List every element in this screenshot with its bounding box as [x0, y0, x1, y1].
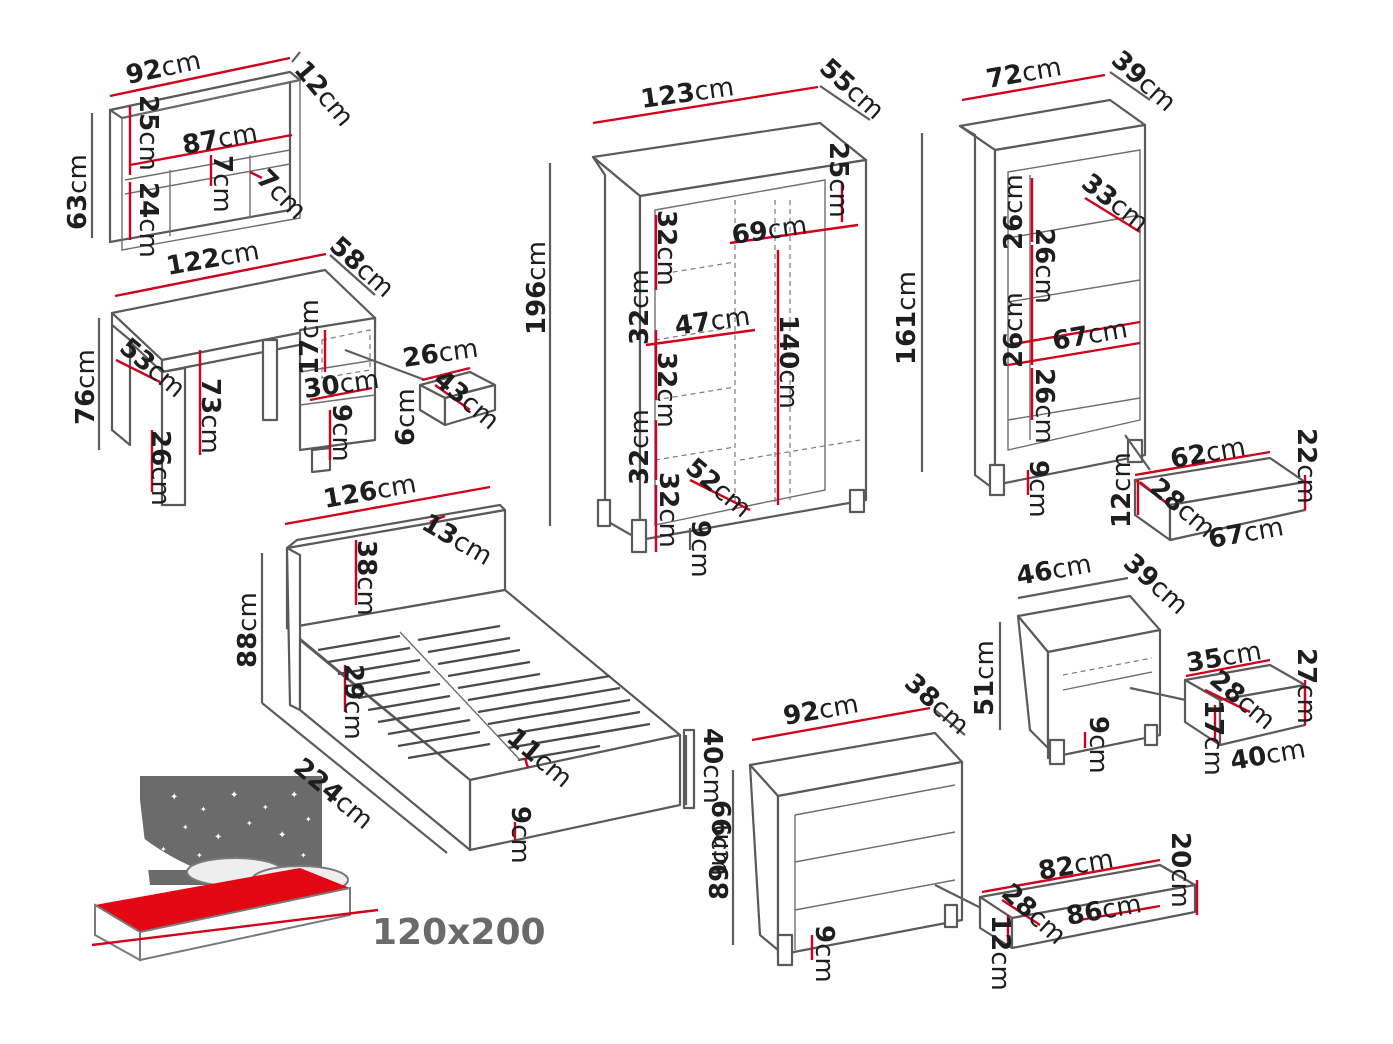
- bed-frame-height-label: 29cm: [338, 664, 368, 740]
- nightstand-drawer-front-label: 17cm: [1198, 700, 1228, 776]
- chest-of-drawers: [731, 706, 1199, 967]
- svg-text:✦: ✦: [262, 803, 269, 812]
- bed-base-gap-label: 9cm: [505, 806, 535, 864]
- svg-text:✦: ✦: [214, 832, 222, 843]
- svg-text:✦: ✦: [196, 851, 203, 860]
- wardrobe-base-gap-label: 9cm: [685, 520, 715, 578]
- desk-drawer-gap-label: 9cm: [326, 404, 356, 462]
- svg-text:✦: ✦: [182, 823, 189, 832]
- wardrobe-height-label: 196cm: [522, 241, 552, 335]
- svg-text:✦: ✦: [230, 790, 238, 801]
- desk-drawer-height-label: 6cm: [391, 388, 421, 446]
- mattress-size-icon: ✦✦ ✦✦ ✦✦ ✦✦ ✦✦ ✦✦ ✦✦ 120x200: [91, 776, 546, 962]
- bed-height-label: 88cm: [233, 592, 263, 668]
- wall-shelf: [90, 51, 302, 251]
- desk-leg-inner-height-label: 73cm: [195, 378, 225, 454]
- wardrobe-shelf-spacing-4: 32cm: [625, 409, 655, 485]
- bookcase-shelf-height-2: 26cm: [1029, 228, 1059, 304]
- wardrobe-shelf-spacing-2: 32cm: [625, 269, 655, 345]
- desk-drawer-width-label: 26cm: [401, 334, 480, 374]
- wardrobe-hanging-height-label: 140cm: [773, 315, 803, 409]
- desk-leg-width-label: 26cm: [145, 430, 175, 506]
- chest-drawer-width-label: 82cm: [1036, 844, 1116, 887]
- bookcase-base-gap-label: 9cm: [1023, 460, 1053, 518]
- chest-width-label: 92cm: [781, 689, 861, 732]
- desk-width-label: 122cm: [164, 236, 262, 282]
- wardrobe-shelf-spacing-5: 32cm: [653, 472, 683, 548]
- shelf-compartment-bottom-label: 24cm: [133, 182, 163, 258]
- svg-text:✦: ✦: [300, 851, 307, 860]
- desk-drawer-front-label: 17cm: [295, 299, 325, 375]
- bookcase-shelf-height-3: 26cm: [999, 292, 1029, 368]
- shelf-height-label: 63cm: [63, 154, 93, 230]
- desk: [97, 252, 497, 507]
- chest-side-height-label: 66cm: [705, 800, 735, 876]
- nightstand-width-label: 46cm: [1014, 549, 1094, 592]
- shelf-inner-width-label: 87cm: [180, 118, 260, 161]
- svg-text:✦: ✦: [160, 845, 167, 854]
- night-sky-backdrop: [140, 776, 322, 885]
- shelf-compartment-top-label: 25cm: [133, 95, 163, 171]
- bookcase-shelf-height-1: 26cm: [999, 174, 1029, 250]
- nightstand-drawer-height-label: 27cm: [1291, 648, 1321, 724]
- bookcase: [920, 71, 1307, 542]
- shelf-rail-height-label: 7cm: [207, 155, 237, 213]
- wardrobe-shelf-spacing-3: 32cm: [651, 352, 681, 428]
- bed: [260, 485, 696, 854]
- bookcase-drawer-height-label: 22cm: [1291, 428, 1321, 504]
- bed-headboard-height-label: 38cm: [351, 540, 381, 616]
- bookcase-height-label: 161cm: [892, 271, 922, 365]
- chest-depth-label: 38cm: [898, 668, 974, 741]
- chest-drawer-height-label: 20cm: [1165, 832, 1195, 908]
- chest-drawer-inner-width-label: 86cm: [1064, 889, 1144, 932]
- wardrobe-shelf-width-label: 47cm: [673, 302, 752, 342]
- shelf-width-label: 92cm: [123, 46, 203, 91]
- wardrobe: [548, 85, 871, 554]
- chest-height-label: 89cm: [705, 824, 735, 900]
- nightstand: [998, 576, 1307, 766]
- nightstand-base-gap-label: 9cm: [1083, 716, 1113, 774]
- nightstand-drawer-width-label: 35cm: [1184, 636, 1264, 679]
- nightstand-drawer-bottom-label: 40cm: [1228, 734, 1308, 777]
- wardrobe-hanging-width-label: 69cm: [730, 211, 809, 251]
- svg-text:✦: ✦: [200, 805, 207, 814]
- bookcase-inner-width-label: 67cm: [1050, 314, 1130, 357]
- mattress-size-label: 120x200: [372, 912, 546, 953]
- chest-drawer-front-label: 12cm: [985, 915, 1015, 991]
- bookcase-drawer-width-label: 62cm: [1168, 432, 1248, 475]
- bookcase-drawer-front-label: 12cm: [1107, 452, 1137, 528]
- svg-text:✦: ✦: [246, 819, 253, 828]
- bookcase-width-label: 72cm: [984, 52, 1064, 95]
- wardrobe-shelf-spacing-1: 32cm: [651, 210, 681, 286]
- bed-footboard-height-label: 40cm: [697, 728, 727, 804]
- wardrobe-top-cap-label: 25cm: [823, 142, 853, 218]
- svg-text:✦: ✦: [278, 830, 286, 841]
- svg-text:✦: ✦: [290, 790, 298, 801]
- wardrobe-width-label: 123cm: [639, 72, 736, 115]
- bed-slats: [317, 624, 651, 762]
- star-icons: ✦✦ ✦✦ ✦✦ ✦✦ ✦✦ ✦✦ ✦✦: [160, 790, 312, 864]
- bookcase-shelf-height-4: 26cm: [1029, 368, 1059, 444]
- bookcase-drawer-bottom-label: 67cm: [1206, 512, 1286, 555]
- desk-drawer-inner-width-label: 30cm: [302, 365, 381, 405]
- svg-text:✦: ✦: [305, 815, 312, 824]
- shelf-depth-label: 12cm: [288, 55, 360, 132]
- nightstand-height-label: 51cm: [970, 640, 1000, 716]
- svg-text:✦: ✦: [170, 792, 178, 803]
- chest-base-gap-label: 9cm: [809, 925, 839, 983]
- desk-height-label: 76cm: [71, 349, 101, 425]
